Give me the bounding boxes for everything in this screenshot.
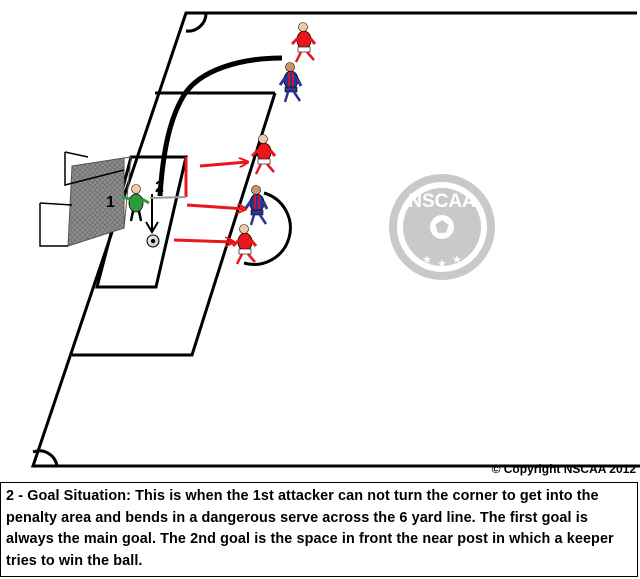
svg-text:★: ★: [452, 254, 462, 266]
watermark-text: NSCAA: [408, 191, 476, 212]
near-post-shadow: [149, 196, 187, 199]
pitch-lines: [30, 11, 640, 468]
attacker-player-3: [231, 224, 258, 265]
run-arrow-2: [186, 205, 245, 209]
goal-area: [95, 155, 188, 289]
pitch-diagram: 1 2: [30, 11, 640, 468]
run-arrow-3: [173, 240, 233, 242]
drill-description: 2 - Goal Situation: This is when the 1st…: [0, 482, 638, 577]
defender-player-2: [244, 185, 269, 226]
attacker-player-2: [250, 134, 277, 175]
goalkeeper: [121, 184, 150, 222]
goal-number-2: 2: [155, 179, 164, 196]
corner-arc-bottom: [32, 449, 59, 467]
svg-text:★: ★: [422, 254, 432, 266]
run-arrows: [173, 162, 247, 242]
nscaa-watermark-logo: NSCAA ★ ★ ★: [389, 174, 495, 280]
svg-text:★: ★: [437, 258, 447, 270]
defender-player-1: [278, 62, 303, 103]
ball-icon: [146, 234, 160, 248]
goal-net: [39, 151, 132, 247]
penalty-arc: [243, 191, 292, 266]
corner-arc-top: [185, 12, 208, 33]
copyright-notice: © Copyright NSCAA 2012: [491, 462, 636, 476]
run-arrow-1: [199, 162, 247, 166]
goal-number-1: 1: [106, 194, 115, 211]
attacker-player-1: [290, 22, 317, 63]
penalty-area: [72, 92, 277, 357]
ball-path: [145, 55, 283, 234]
touchline: [30, 11, 640, 468]
